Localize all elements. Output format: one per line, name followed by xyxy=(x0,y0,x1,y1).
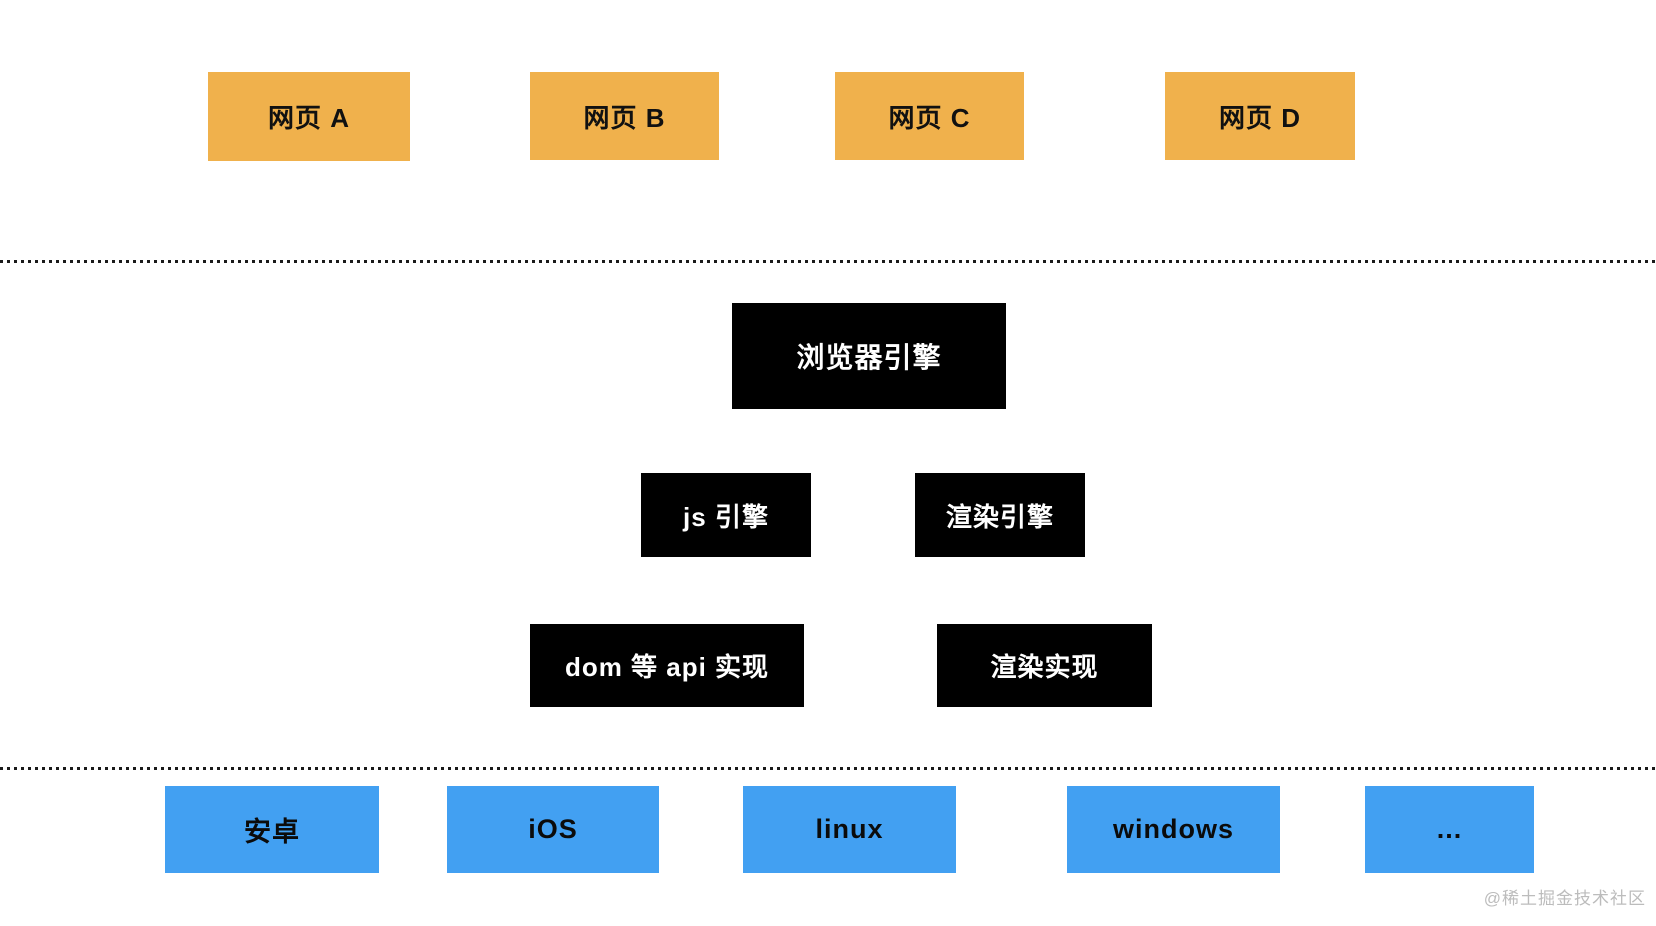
webpage-c-node: 网页 C xyxy=(835,72,1024,160)
render-impl-label: 渲染实现 xyxy=(990,652,1099,682)
dom-api-impl-node: dom 等 api 实现 xyxy=(530,624,804,707)
browser-engine-label: 浏览器引擎 xyxy=(796,342,942,373)
watermark: @稀土掘金技术社区 xyxy=(1483,889,1646,908)
separator-top-dotted-line xyxy=(0,260,1656,263)
dom-api-impl-label: dom 等 api 实现 xyxy=(564,652,770,682)
webpage-b-label: 网页 B xyxy=(583,102,666,133)
js-engine-label: js 引擎 xyxy=(683,501,769,532)
os-windows-node: windows xyxy=(1067,786,1280,873)
webpage-d-node: 网页 D xyxy=(1165,72,1355,160)
os-linux-label: linux xyxy=(815,814,884,844)
os-more-label: ... xyxy=(1436,814,1463,844)
render-engine-label: 渲染引擎 xyxy=(945,501,1054,532)
webpage-a-label: 网页 A xyxy=(267,103,350,133)
js-engine-node: js 引擎 xyxy=(641,473,811,557)
webpage-d-label: 网页 D xyxy=(1218,102,1301,133)
os-android-node: 安卓 xyxy=(165,786,379,873)
os-more-node: ... xyxy=(1365,786,1534,873)
render-impl-node: 渲染实现 xyxy=(937,624,1152,707)
render-engine-node: 渲染引擎 xyxy=(915,473,1085,557)
os-ios-label: iOS xyxy=(528,814,578,844)
os-ios-node: iOS xyxy=(447,786,659,873)
webpage-c-label: 网页 C xyxy=(888,102,971,133)
os-android-label: 安卓 xyxy=(244,817,300,847)
browser-engine-node: 浏览器引擎 xyxy=(732,303,1006,409)
os-windows-label: windows xyxy=(1113,814,1234,844)
os-linux-node: linux xyxy=(743,786,956,873)
webpage-a-node: 网页 A xyxy=(208,72,410,161)
separator-bottom-dotted-line xyxy=(0,767,1656,770)
webpage-b-node: 网页 B xyxy=(530,72,719,160)
